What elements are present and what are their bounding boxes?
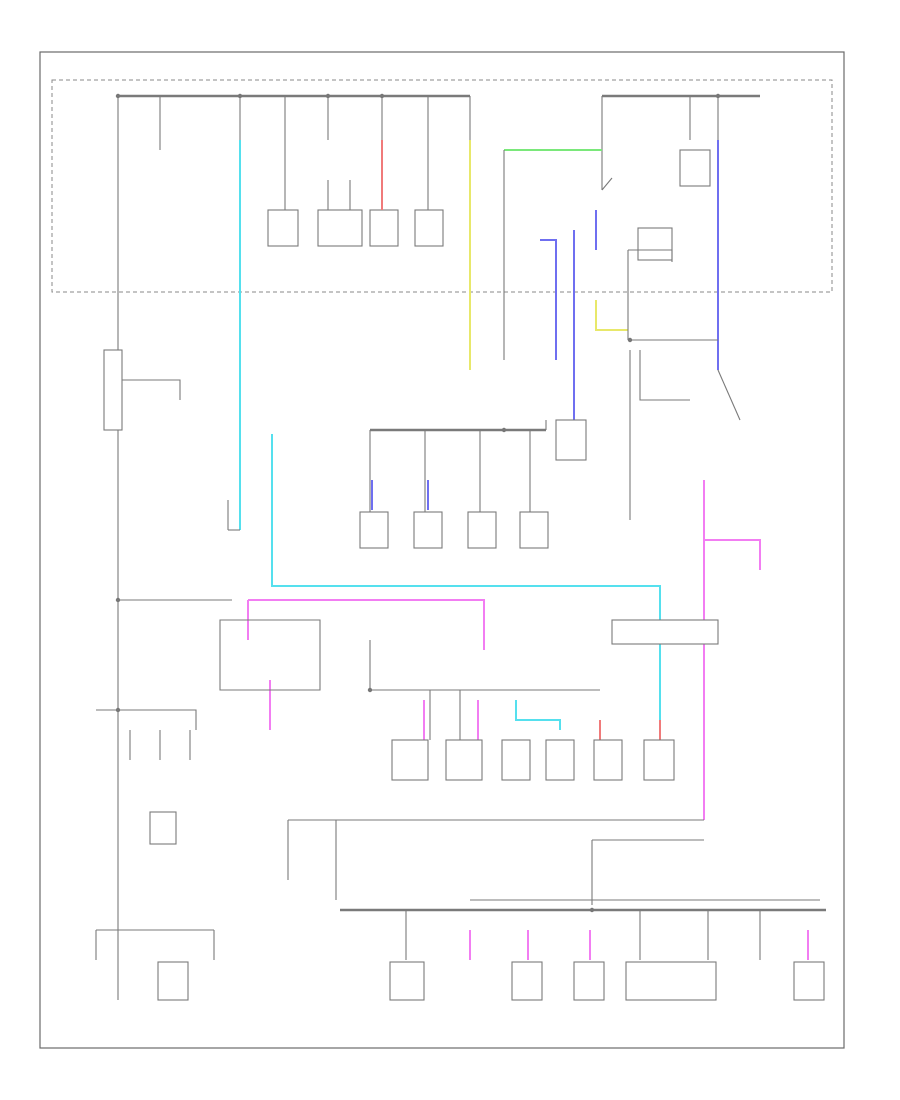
- fuse-box-components: [267, 149, 711, 261]
- blue-wire-mid: [540, 239, 557, 360]
- lower-relays: [391, 739, 675, 781]
- pink-wire-upper: [248, 599, 485, 650]
- lower-left-box: [149, 811, 177, 845]
- ecu-sensor-branches: [359, 419, 587, 549]
- cyan-wire-loop: [271, 434, 661, 640]
- yellow-wire-relay: [595, 300, 628, 331]
- right-module: [611, 619, 719, 645]
- splice-nodes: [115, 93, 721, 913]
- fuse-drops: [117, 96, 719, 1000]
- diagram-frame: [39, 51, 845, 1049]
- fuse-box-region: [51, 79, 833, 293]
- bottom-components: [157, 910, 825, 1001]
- left-module: [103, 349, 123, 431]
- cyan-wire-lower: [515, 700, 561, 730]
